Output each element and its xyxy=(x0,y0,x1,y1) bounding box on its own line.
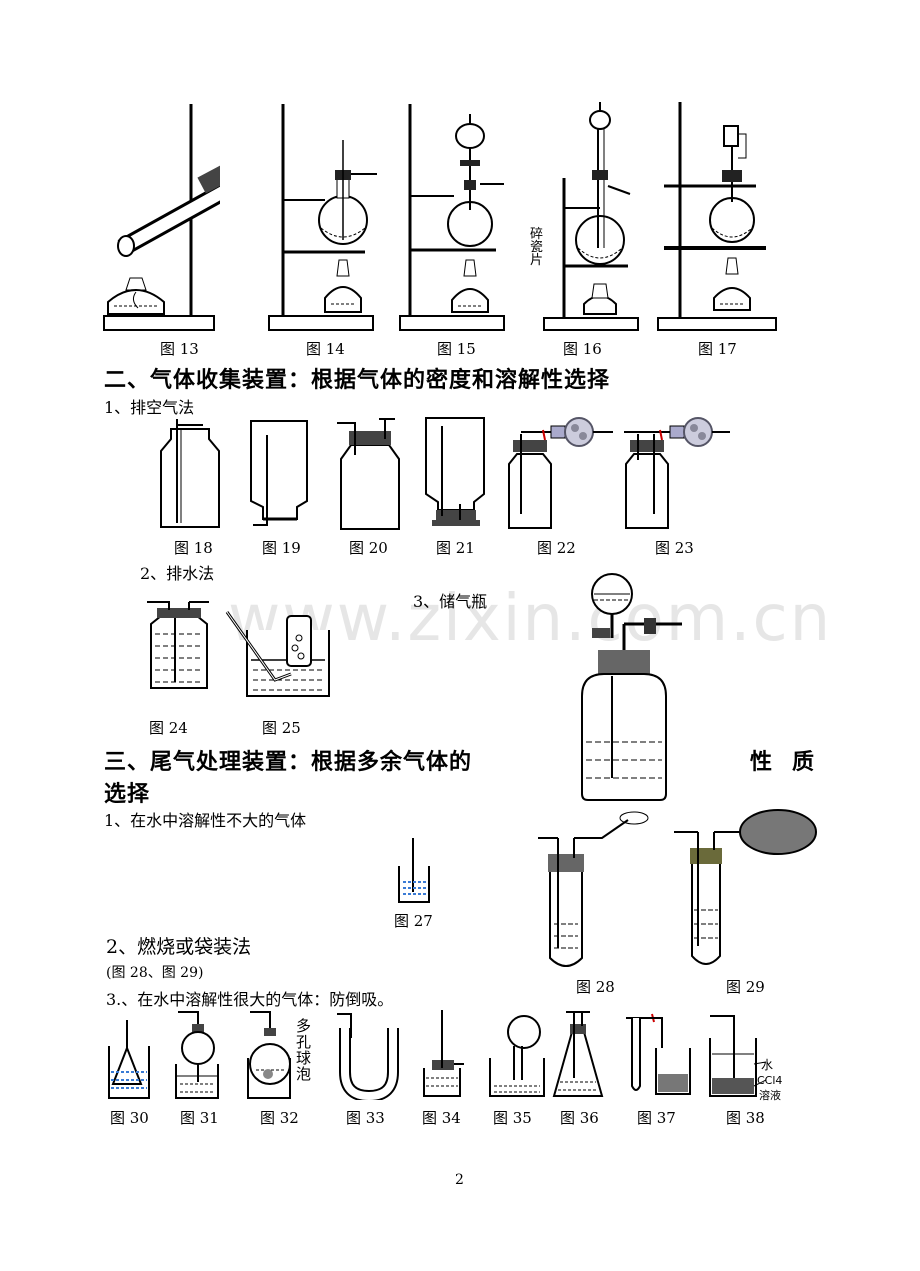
section2-title: 二、气体收集装置：根据气体的密度和溶解性选择 xyxy=(104,367,611,393)
figure-24 xyxy=(147,601,209,689)
figure-29 xyxy=(674,809,817,965)
section3-sub3: 3.、在水中溶解性很大的气体：防倒吸。 xyxy=(106,990,394,1009)
caption-fig24: 图 24 xyxy=(149,719,188,737)
caption-fig28: 图 28 xyxy=(576,978,615,996)
caption-fig14: 图 14 xyxy=(306,340,345,358)
section3-sub2: 2、燃烧或袋装法 xyxy=(106,936,252,958)
figure-34 xyxy=(423,1010,464,1097)
caption-fig18: 图 18 xyxy=(174,539,213,557)
caption-fig34: 图 34 xyxy=(422,1109,461,1127)
caption-fig29: 图 29 xyxy=(726,978,765,996)
caption-fig20: 图 20 xyxy=(349,539,388,557)
section3-sub1: 1、在水中溶解性不大的气体 xyxy=(104,811,307,830)
figure-20 xyxy=(337,418,400,530)
figure-36 xyxy=(552,1011,604,1097)
page-number: 2 xyxy=(455,1172,464,1188)
figure-14 xyxy=(268,104,377,331)
figure-13 xyxy=(103,104,220,331)
caption-fig16: 图 16 xyxy=(563,340,602,358)
figure-16 xyxy=(543,102,639,331)
caption-fig30: 图 30 xyxy=(110,1109,149,1127)
caption-fig32: 图 32 xyxy=(260,1109,299,1127)
section2-sub3: 3、储气瓶 xyxy=(413,592,488,611)
caption-fig38: 图 38 xyxy=(726,1109,765,1127)
figure-32 xyxy=(247,1011,291,1099)
caption-fig33: 图 33 xyxy=(346,1109,385,1127)
figure-21 xyxy=(425,417,485,526)
figure-33 xyxy=(337,1013,399,1100)
section2-sub1: 1、排空气法 xyxy=(104,398,195,417)
figure-38 xyxy=(709,1015,767,1097)
figure-28 xyxy=(538,811,649,967)
caption-fig15: 图 15 xyxy=(437,340,476,358)
caption-fig27: 图 27 xyxy=(394,912,433,930)
caption-fig17: 图 17 xyxy=(698,340,737,358)
figure-31 xyxy=(175,1011,219,1099)
figure-23 xyxy=(624,417,730,529)
caption-fig31: 图 31 xyxy=(180,1109,219,1127)
caption-fig22: 图 22 xyxy=(537,539,576,557)
section3-sub2-note: (图 28、图 29) xyxy=(106,965,204,981)
section3-title-part2: 性 xyxy=(750,749,774,775)
figure-37 xyxy=(626,1013,691,1095)
caption-fig37: 图 37 xyxy=(637,1109,676,1127)
fig38-label-ccl4: CCl4 xyxy=(757,1074,783,1087)
figure-17 xyxy=(657,102,777,331)
figure-30 xyxy=(108,1020,150,1099)
caption-fig19: 图 19 xyxy=(262,539,301,557)
section3-title-part1: 三、尾气处理装置：根据多余气体的 xyxy=(104,749,473,775)
caption-fig13: 图 13 xyxy=(160,340,199,358)
figure-18 xyxy=(160,419,220,528)
figure-22 xyxy=(508,417,613,529)
figure-19 xyxy=(250,420,308,526)
fig38-label-solution: 溶液 xyxy=(759,1089,781,1102)
figure-27 xyxy=(398,838,430,903)
caption-fig36: 图 36 xyxy=(560,1109,599,1127)
caption-fig21: 图 21 xyxy=(436,539,475,557)
caption-fig23: 图 23 xyxy=(655,539,694,557)
section2-sub2: 2、排水法 xyxy=(140,564,215,583)
fig16-label: 碎瓷片 xyxy=(530,227,544,268)
fig32-label: 多孔球泡 xyxy=(296,1017,312,1083)
section3-title-part3: 质 xyxy=(792,749,816,775)
figure-gas-storage-bottle xyxy=(581,573,682,801)
section3-title-part4: 选择 xyxy=(104,781,151,807)
figure-35 xyxy=(489,1015,545,1097)
caption-fig25: 图 25 xyxy=(262,719,301,737)
figure-25 xyxy=(225,611,330,697)
figure-15 xyxy=(399,104,505,331)
caption-fig35: 图 35 xyxy=(493,1109,532,1127)
fig38-label-water: 水 xyxy=(761,1058,774,1072)
